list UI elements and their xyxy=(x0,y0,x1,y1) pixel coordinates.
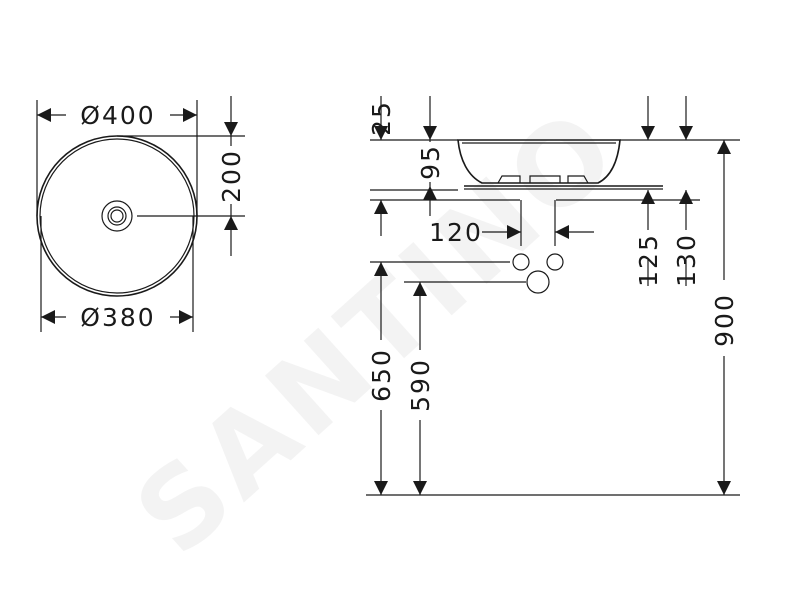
label-trap-spacing: 120 xyxy=(429,218,483,247)
label-rim-offset: 25 xyxy=(367,100,396,136)
label-bowl-height: 95 xyxy=(416,144,445,180)
top-view: Ø400 Ø380 200 xyxy=(36,96,246,332)
label-650: 650 xyxy=(367,348,396,402)
label-125: 125 xyxy=(634,233,663,287)
drain-inner-circle xyxy=(107,206,127,226)
label-900: 900 xyxy=(710,293,739,347)
label-590: 590 xyxy=(406,358,435,412)
watermark: SANTINO xyxy=(112,83,644,580)
trap-connection-bottom xyxy=(526,270,550,294)
basin-profile xyxy=(457,139,621,184)
trap-connection-right xyxy=(546,253,564,271)
label-outer-diameter: Ø400 xyxy=(80,101,155,130)
label-130: 130 xyxy=(672,233,701,287)
label-drain-offset: 200 xyxy=(217,149,246,203)
drain-outer-circle xyxy=(101,200,133,232)
side-view: 25 95 120 125 130 900 650 590 xyxy=(366,96,740,496)
label-inner-diameter: Ø380 xyxy=(80,303,155,332)
trap-connection-left xyxy=(512,253,530,271)
